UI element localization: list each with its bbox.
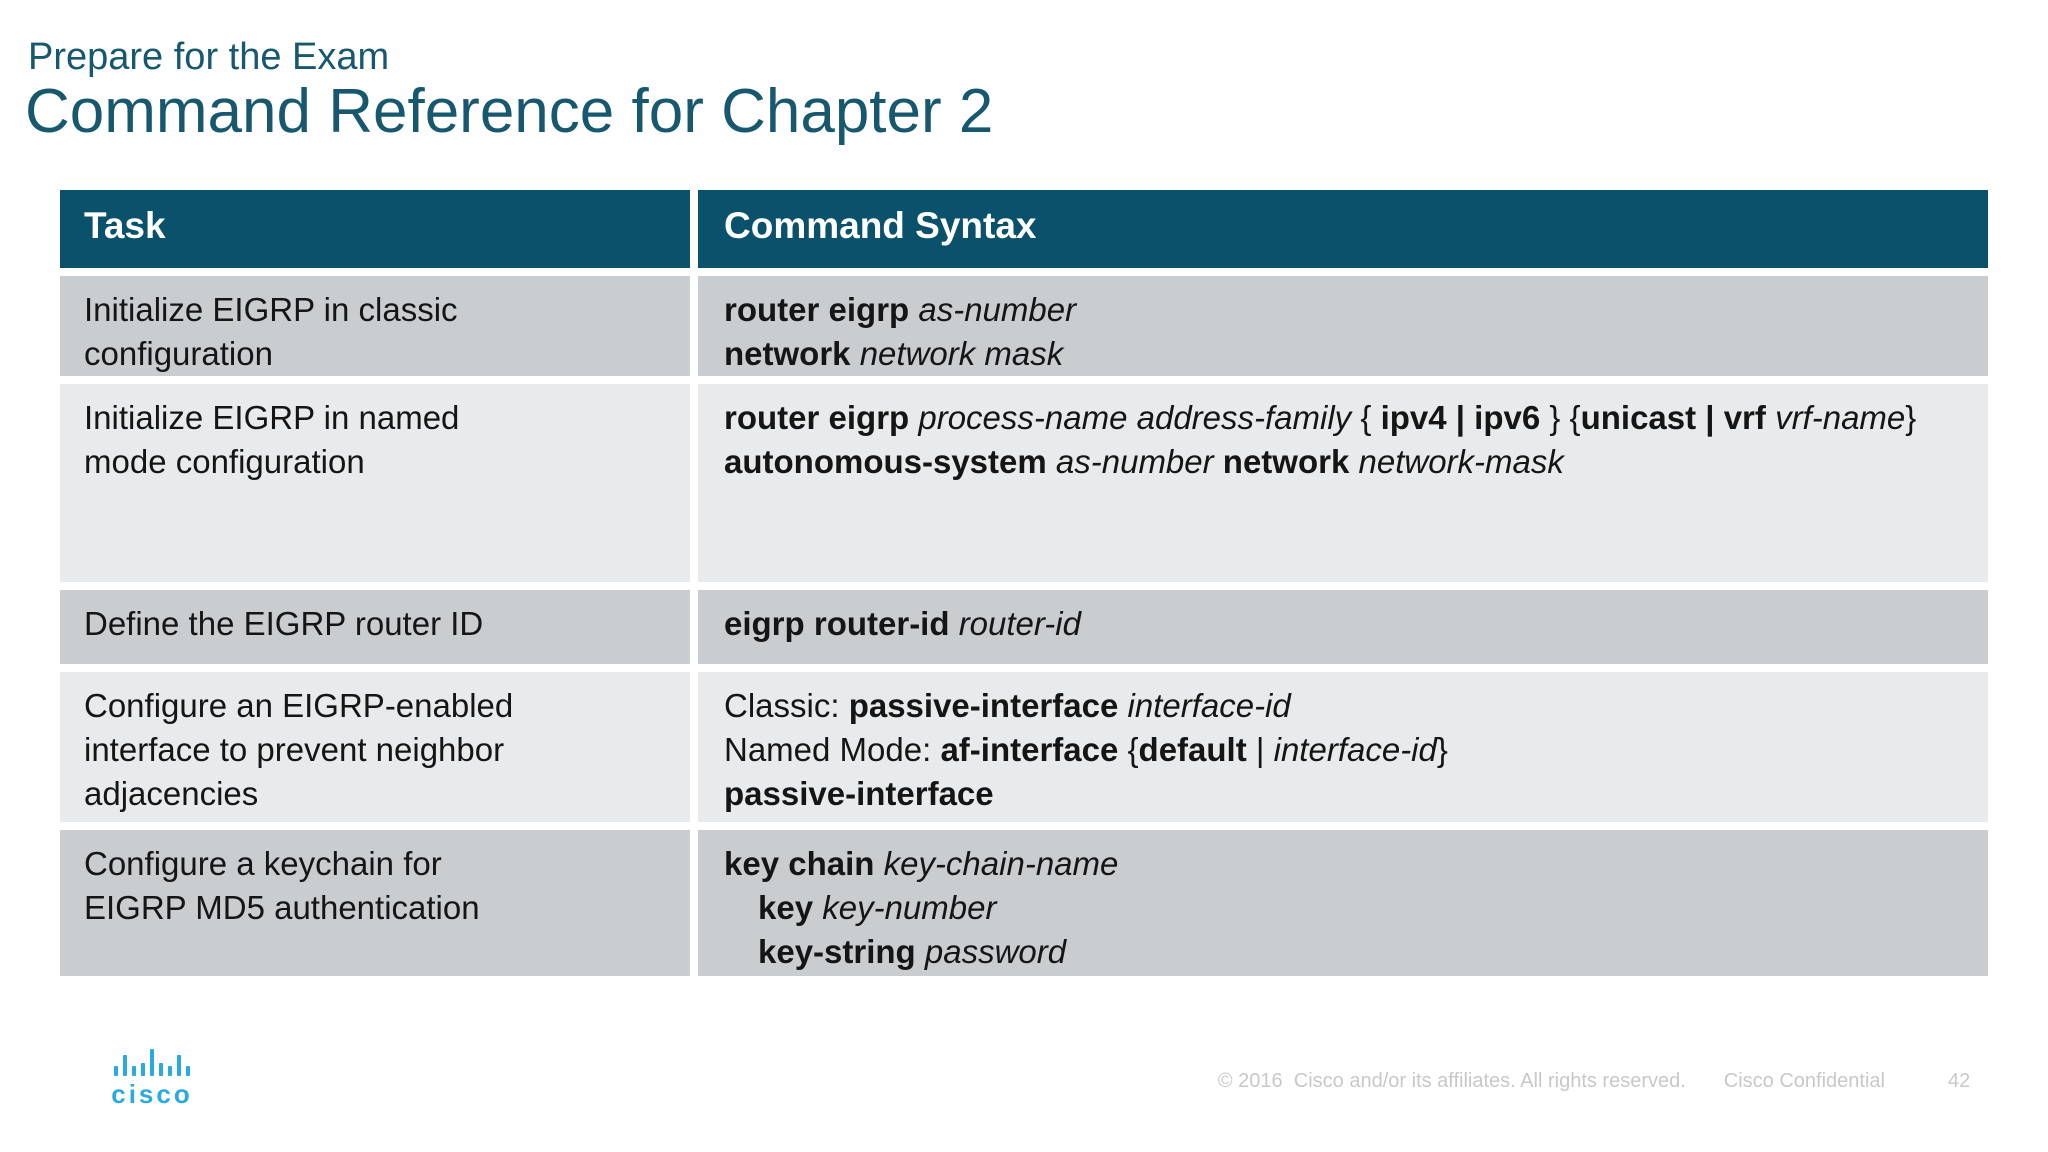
- cisco-logo-bars-icon: [107, 1048, 197, 1076]
- column-header-command-syntax: Command Syntax: [698, 190, 1988, 268]
- command-cell: router eigrp process-name address-family…: [698, 384, 1988, 582]
- column-header-task: Task: [60, 190, 690, 268]
- command-cell: eigrp router-id router-id: [698, 590, 1988, 664]
- footer: © 2016 Cisco and/or its affiliates. All …: [1218, 1070, 1885, 1093]
- page-title: Command Reference for Chapter 2: [25, 77, 994, 146]
- confidential-text: Cisco Confidential: [1723, 1070, 1885, 1092]
- copyright-text: © 2016 Cisco and/or its affiliates. All …: [1217, 1070, 1686, 1092]
- slide-eyebrow: Prepare for the Exam: [28, 36, 390, 78]
- page-number: 42: [1948, 1070, 1971, 1092]
- task-cell: Define the EIGRP router ID: [60, 590, 690, 664]
- cisco-logo-wordmark: cisco: [111, 1079, 193, 1109]
- cisco-logo: cisco: [107, 1048, 197, 1110]
